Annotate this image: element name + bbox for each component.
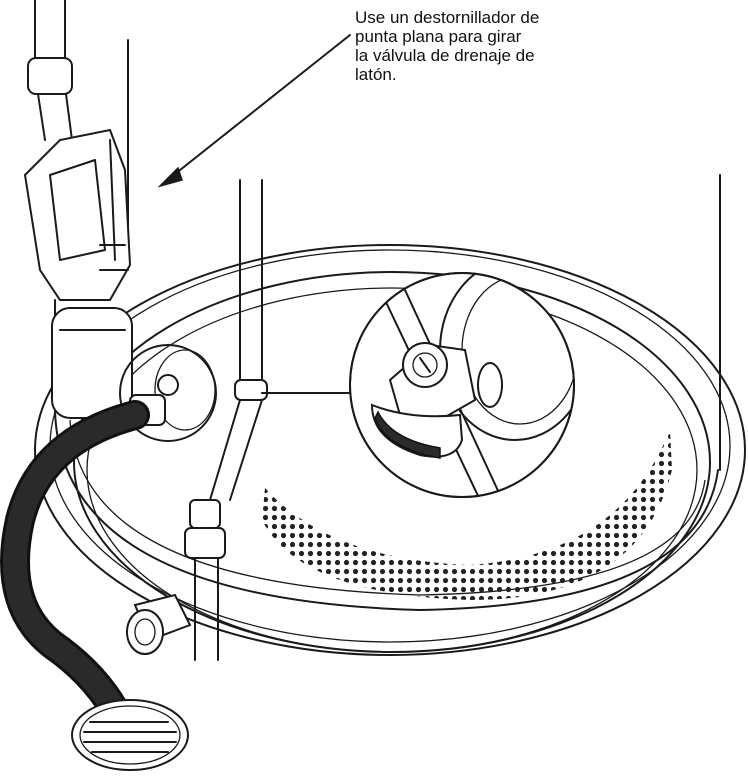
floor-drain	[71, 699, 189, 771]
drain-pan	[34, 244, 746, 656]
water-heater-tank	[54, 39, 721, 611]
inlet-pipes	[27, 0, 268, 661]
drain-valve-zoom-detail	[349, 272, 575, 498]
instruction-callout-text: Use un destornillador de punta plana par…	[355, 8, 540, 84]
callout-arrow	[157, 34, 351, 188]
gas-control-valve	[23, 128, 133, 419]
garden-hose	[0, 400, 150, 735]
brass-drain-valve	[126, 593, 192, 655]
